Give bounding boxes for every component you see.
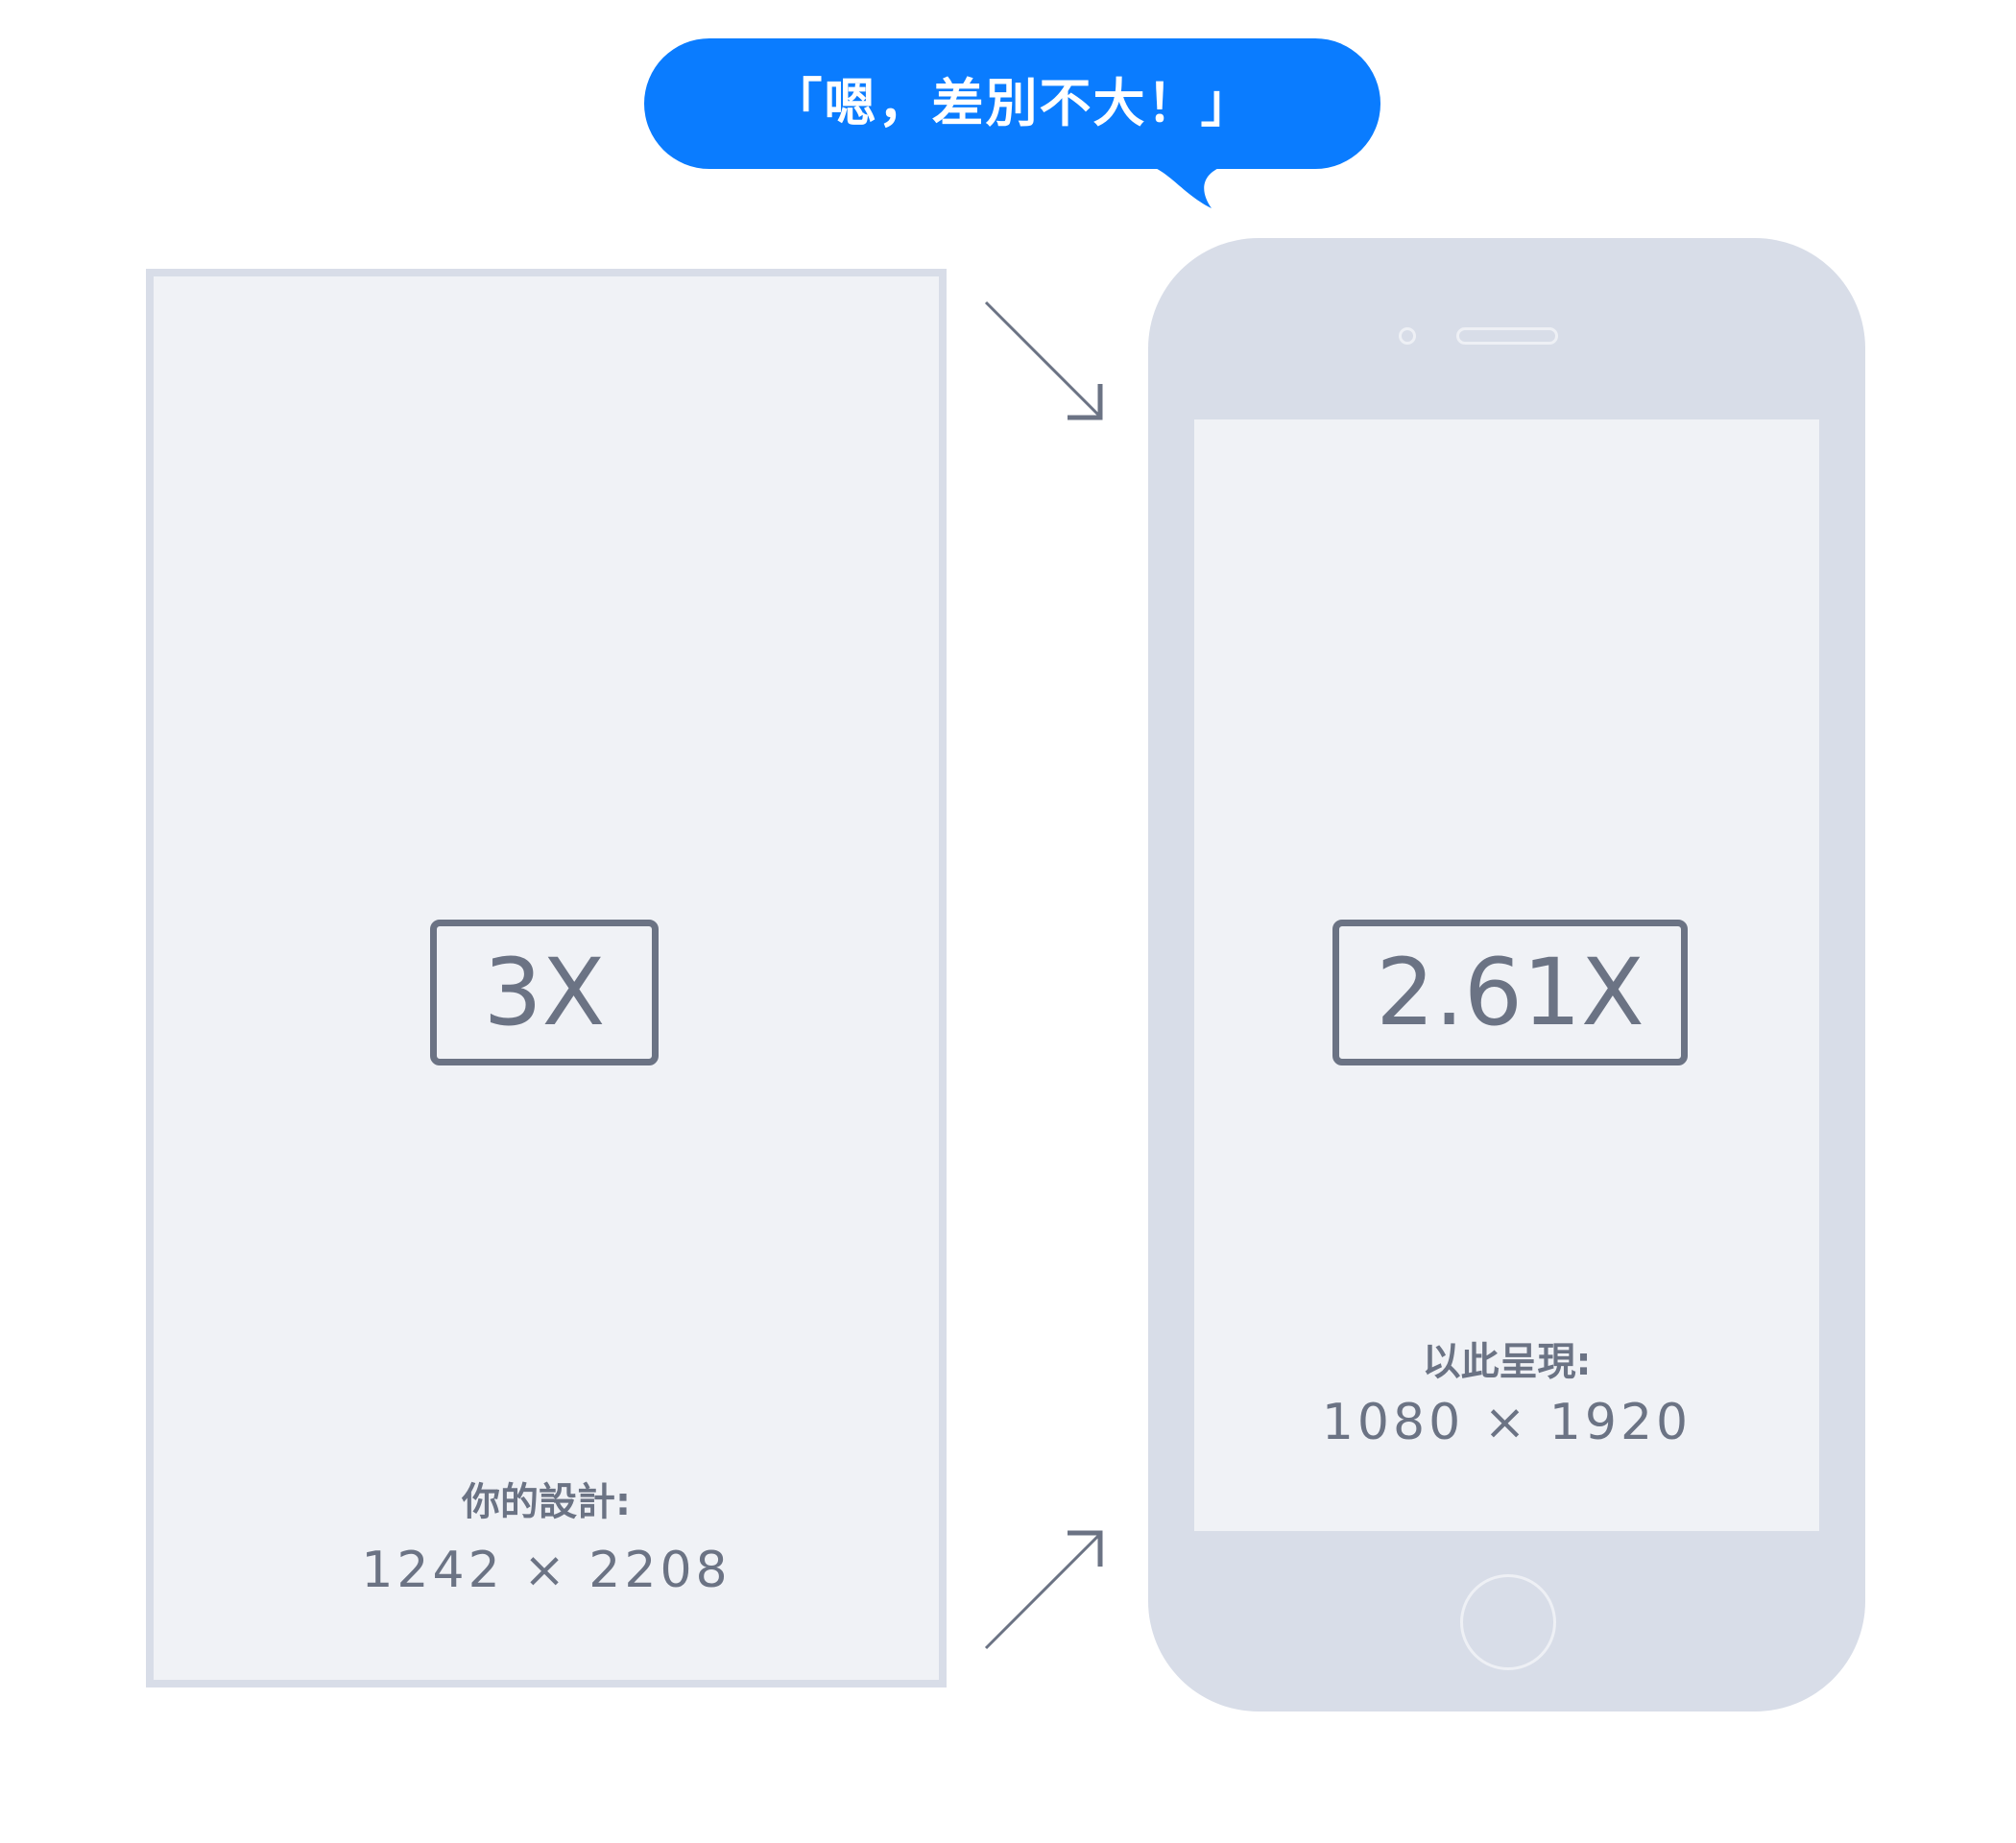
device-caption: 以此呈現: bbox=[1422, 1340, 1592, 1384]
phone-screen bbox=[1194, 419, 1819, 1531]
device-dimensions: 1080 × 1920 bbox=[1321, 1394, 1692, 1451]
speech-bubble bbox=[644, 38, 1380, 169]
phone-speaker-icon bbox=[1456, 327, 1558, 345]
arrow-up-right-icon bbox=[984, 1530, 1103, 1650]
design-caption: 你的設計: bbox=[462, 1480, 631, 1524]
design-dimensions: 1242 × 2208 bbox=[361, 1542, 732, 1599]
design-frame bbox=[146, 269, 947, 1687]
device-scale-badge: 2.61X bbox=[1332, 920, 1688, 1065]
home-button-icon bbox=[1460, 1574, 1556, 1670]
design-scale-badge: 3X bbox=[430, 920, 659, 1065]
speech-bubble-text: 「嗯，差別不大！」 bbox=[770, 73, 1255, 133]
phone-camera-icon bbox=[1399, 327, 1416, 345]
arrow-down-right-icon bbox=[984, 300, 1103, 420]
